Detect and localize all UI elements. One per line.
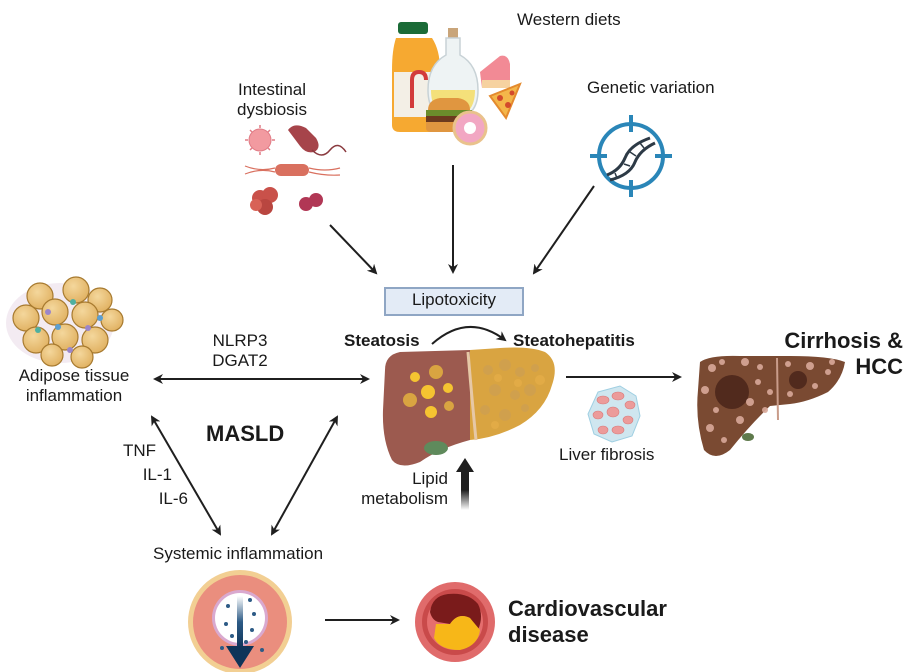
- label-line: disease: [508, 622, 589, 647]
- label-line: Intestinal: [237, 80, 307, 99]
- label-cardiovascular-disease: Cardiovascular disease: [508, 596, 667, 648]
- fatty-liver-icon: [382, 347, 555, 466]
- cirrhotic-liver-icon: [697, 355, 845, 456]
- label-line: inflammation: [25, 386, 123, 405]
- label-line: Lipid: [412, 469, 448, 488]
- label-adipose-mediators: NLRP3 DGAT2: [190, 331, 290, 371]
- label-line: Cirrhosis &: [784, 328, 903, 353]
- arrow-steatosis-to-steatohepatitis: [431, 326, 507, 345]
- label-intestinal-dysbiosis: Intestinal dysbiosis: [232, 80, 312, 120]
- arrow-lipid-metabolism: [456, 458, 474, 510]
- label-systemic-inflammation: Systemic inflammation: [153, 544, 324, 563]
- liver-fibrosis-icon: [587, 385, 641, 443]
- label-line: Adipose tissue: [18, 366, 130, 385]
- cytokine-il1: IL-1: [142, 465, 172, 484]
- label-cirrhosis-hcc: Cirrhosis & HCC: [760, 328, 903, 380]
- lipotoxicity-box: Lipotoxicity: [384, 287, 524, 316]
- arrow-adipose-systemic: [150, 415, 222, 536]
- label-steatohepatitis: Steatohepatitis: [513, 331, 635, 350]
- arrow-liver-systemic: [271, 415, 338, 536]
- label-liver-fibrosis: Liver fibrosis: [559, 445, 655, 464]
- arrow-genetic-to-liver: [532, 185, 595, 275]
- junk-food-icon: [392, 22, 522, 146]
- label-genetic-variation: Genetic variation: [587, 78, 715, 97]
- mediator-nlrp3: NLRP3: [212, 331, 268, 350]
- label-line: HCC: [855, 354, 903, 379]
- dna-target-icon: [590, 115, 672, 197]
- label-steatosis: Steatosis: [344, 331, 420, 350]
- cytokine-tnf: TNF: [122, 441, 156, 460]
- bacteria-icon: [244, 125, 347, 215]
- masld-title: MASLD: [206, 421, 285, 446]
- label-line: metabolism: [361, 489, 448, 508]
- label-line: dysbiosis: [237, 100, 307, 119]
- label-adipose-tissue: Adipose tissue inflammation: [4, 366, 144, 406]
- adipose-tissue-icon: [6, 276, 124, 369]
- label-western-diets: Western diets: [517, 10, 621, 29]
- plaque-artery-icon: [415, 582, 495, 662]
- arrow-dysbiosis-to-liver: [329, 224, 378, 275]
- label-lipid-metabolism: Lipid metabolism: [340, 469, 448, 509]
- cytokine-il6: IL-6: [158, 489, 188, 508]
- inflamed-vessel-icon: [188, 570, 292, 672]
- mediator-dgat2: DGAT2: [212, 351, 268, 370]
- label-line: Cardiovascular: [508, 596, 667, 621]
